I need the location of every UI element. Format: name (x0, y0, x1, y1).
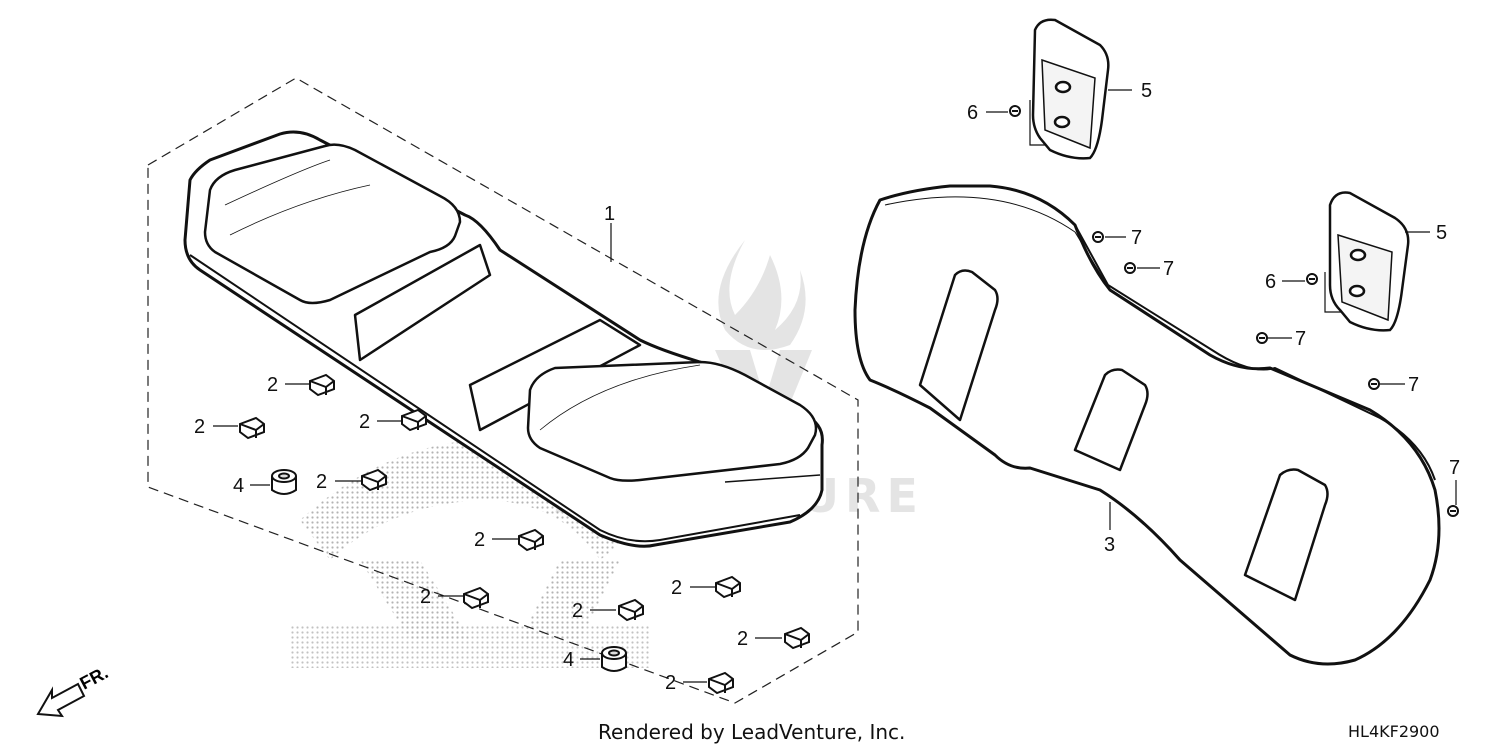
clip (715, 575, 741, 599)
screw (1124, 262, 1136, 274)
credit-text: Rendered by LeadVenture, Inc. (598, 720, 906, 744)
seat-back (853, 184, 1441, 666)
callout-2: 2 (665, 672, 676, 694)
screw (1368, 378, 1380, 390)
screw (1256, 332, 1268, 344)
callout-5: 5 (1436, 222, 1447, 244)
screw (1092, 231, 1104, 243)
clip (708, 671, 734, 695)
clip (618, 598, 644, 622)
callout-3: 3 (1104, 534, 1115, 556)
clip (518, 528, 544, 552)
callout-4: 4 (233, 475, 244, 497)
callout-2: 2 (359, 411, 370, 433)
callout-7: 7 (1295, 328, 1306, 350)
callout-2: 2 (194, 416, 205, 438)
callout-2: 2 (671, 577, 682, 599)
callout-7: 7 (1449, 457, 1460, 479)
leader-lines (213, 89, 1457, 683)
screw (1306, 273, 1318, 285)
screw (1447, 505, 1459, 517)
headrest-pad-upper (1031, 18, 1110, 160)
callout-4: 4 (563, 649, 574, 671)
callout-2: 2 (737, 628, 748, 650)
callout-6: 6 (1265, 271, 1276, 293)
callout-2: 2 (572, 600, 583, 622)
clip (784, 626, 810, 650)
callout-2: 2 (420, 586, 431, 608)
callout-6: 6 (967, 102, 978, 124)
clip (239, 416, 265, 440)
callout-1: 1 (604, 203, 615, 225)
clip (361, 468, 387, 492)
grommet (271, 469, 297, 495)
grommet (601, 646, 627, 672)
callout-5: 5 (1141, 80, 1152, 102)
screws (1009, 105, 1459, 517)
screw (1009, 105, 1021, 117)
callout-7: 7 (1131, 227, 1142, 249)
callout-2: 2 (316, 471, 327, 493)
clip (309, 373, 335, 397)
clips (239, 373, 810, 695)
clip (463, 586, 489, 610)
front-direction-arrow: FR. (36, 662, 111, 718)
direction-label: FR. (76, 662, 111, 693)
callout-2: 2 (474, 529, 485, 551)
grommets (271, 469, 627, 672)
callout-7: 7 (1163, 258, 1174, 280)
seat-cushion (183, 130, 824, 548)
part-code: HL4KF2900 (1348, 722, 1440, 741)
callout-7: 7 (1408, 374, 1419, 396)
callout-labels: 1 2 2 2 2 2 2 2 2 2 2 2 3 4 4 5 5 6 6 7 … (194, 80, 1460, 694)
clip (401, 408, 427, 432)
callout-2: 2 (267, 374, 278, 396)
headrest-pad-lower (1328, 191, 1410, 332)
